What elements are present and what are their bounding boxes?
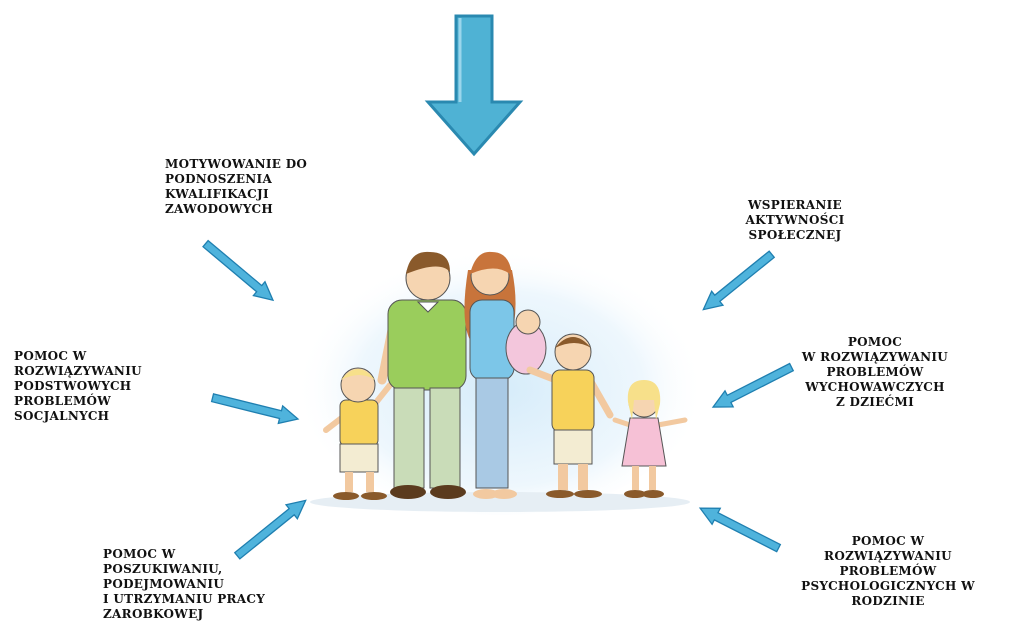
label-problemy-psychologiczne: POMOC W ROZWIĄZYWANIU PROBLEMÓW PSYCHOLO… <box>801 534 975 608</box>
girl-figure <box>612 380 688 498</box>
arrow-from-aktywnosc <box>702 250 776 311</box>
label-aktywnosc-spoleczna: WSPIERANIE AKTYWNOŚCI SPOŁECZNEJ <box>745 198 845 242</box>
arrow-from-kwalifikacje <box>202 239 275 302</box>
father-figure <box>377 251 467 499</box>
arrow-from-wychowawcze <box>711 362 795 408</box>
label-motywowanie-kwalifikacje: MOTYWOWANIE DO PODNOSZENIA KWALIFIKACJI … <box>165 157 308 216</box>
family-illustration <box>295 235 705 515</box>
boy-left-figure <box>323 367 393 500</box>
arrow-from-praca <box>233 499 307 560</box>
label-problemy-socjalne: POMOC W ROZWIĄZYWANIU PODSTWOWYCH PROBLE… <box>14 349 142 423</box>
label-problemy-wychowawcze: POMOC W ROZWIĄZYWANIU PROBLEMÓW WYCHOWAW… <box>801 335 949 409</box>
mother-figure <box>464 251 547 499</box>
top-down-arrow <box>424 14 524 157</box>
boy-right-figure <box>526 333 614 498</box>
arrow-from-socjalne <box>210 393 300 425</box>
arrow-from-psychologiczne <box>698 507 782 553</box>
label-praca-zarobkowa: POMOC W POSZUKIWANIU, PODEJMOWANIU I UTR… <box>103 547 266 621</box>
